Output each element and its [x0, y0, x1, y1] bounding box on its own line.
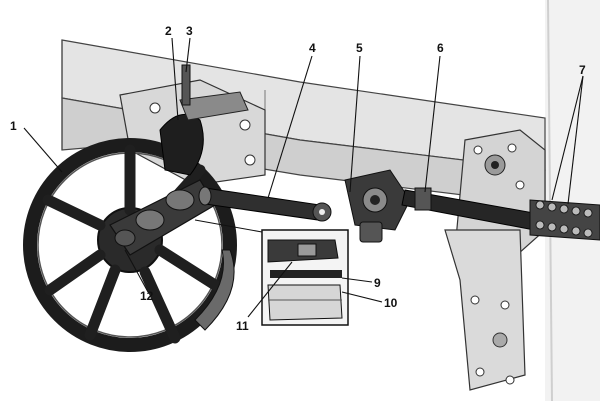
callout-9: 9 — [374, 276, 381, 290]
detail-inset — [194, 219, 349, 326]
leader-lines — [23, 37, 584, 318]
universal-joint — [344, 169, 411, 243]
rear-mounting-bracket — [444, 129, 546, 391]
steering-housing — [159, 64, 249, 176]
callout-10: 10 — [384, 296, 398, 310]
callout-labels: 1 2 3 4 5 6 7 9 10 11 12 — [10, 24, 586, 333]
page-fold-line — [547, 0, 553, 401]
callout-5: 5 — [356, 41, 363, 55]
splined-shaft-end — [529, 199, 600, 241]
callout-4: 4 — [309, 41, 316, 55]
callout-12: 12 — [140, 289, 154, 303]
callout-7: 7 — [579, 63, 586, 77]
callout-11: 11 — [236, 319, 249, 333]
page-edge — [545, 0, 600, 401]
callout-1: 1 — [10, 119, 17, 133]
drag-link-tube — [198, 186, 332, 222]
callout-3: 3 — [186, 24, 193, 38]
callout-2: 2 — [165, 24, 172, 38]
callout-6: 6 — [437, 41, 444, 55]
